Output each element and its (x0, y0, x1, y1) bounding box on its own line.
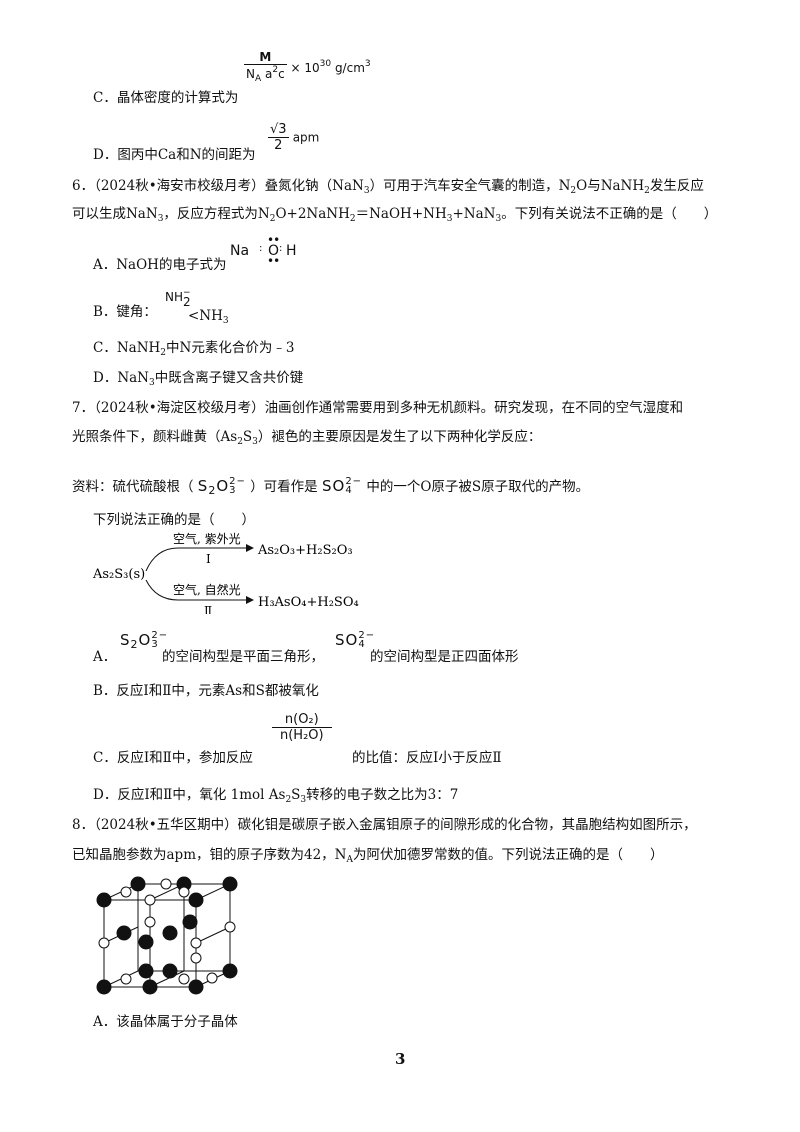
q7-option-a-mid: 的空间构型是平面三角形， (162, 649, 324, 665)
q7-option-c-fraction: n(O₂) n(H₂O) (272, 712, 332, 743)
q5-option-d-label: D．图丙中Ca和N的间距为 (93, 147, 256, 163)
density-multiplier: × 1030 g/cm3 (290, 59, 371, 75)
q6-option-c: C．NaNH2中N元素化合价为﹣3 (93, 340, 295, 358)
q6-option-d: D．NaN3中既含离子键又含共价键 (93, 370, 304, 388)
scheme-lower-product: H₃AsO₄+H₂SO₄ (258, 595, 359, 610)
scheme-upper-product: As₂O₃+H₂S₂O₃ (257, 543, 353, 558)
q6-option-b: B．键角： (93, 304, 157, 320)
q7-option-c-end: 的比值：反应Ⅰ小于反应Ⅱ (352, 750, 502, 766)
q7-question: 下列说法正确的是（ ） (93, 512, 255, 528)
q7-line-2: 光照条件下，颜料雌黄（As2S3）褪色的主要原因是发生了以下两种化学反应： (72, 429, 542, 447)
crystal-cell-diagram (96, 876, 238, 995)
scheme-reactant: As₂S₃(s) (92, 567, 145, 582)
q8-line-2: 已知晶胞参数为apm，钼的原子序数为42，NA为阿伏加德罗常数的值。下列说法正确… (72, 847, 664, 865)
q7-option-d: D．反应Ⅰ和Ⅱ中，氧化 1mol As2S3转移的电子数之比为3：7 (93, 787, 459, 805)
reaction-scheme: As₂S₃(s) 空气, 紫外光 I As₂O₃+H₂S₂O₃ 空气, 自然光 … (92, 531, 359, 614)
q7-option-c: C．反应Ⅰ和Ⅱ中，参加反应 (93, 750, 253, 766)
q5-option-c-label: C．晶体密度的计算式为 (93, 90, 239, 106)
q8-line-1: 8．（2024秋•五华区期中）碳化钼是碳原子嵌入金属钼原子的间隙形成的化合物，其… (72, 817, 697, 833)
q6-line-1: 6．（2024秋•海安市校级月考）叠氮化钠（NaN3）可用于汽车安全气囊的制造，… (72, 178, 704, 196)
scheme-lower-condition: 空气, 自然光 (173, 582, 241, 597)
naoh-electron-formula: Na •• : O : H •• (230, 233, 297, 268)
q5-option-d-formula: √3 2 apm (268, 122, 320, 153)
q7-option-a-end: 的空间构型是正四面体形 (370, 649, 519, 665)
scheme-lower-roman: Ⅱ (204, 604, 212, 614)
nh2-ion: NH− 2 (165, 288, 191, 309)
q5-option-d: D．图丙中Ca和N的间距为 (93, 145, 256, 165)
q6-option-a: A．NaOH的电子式为 (93, 257, 227, 273)
q5-option-c-formula: M NA a2c × 1030 g/cm3 (244, 50, 371, 84)
mo-atoms (96, 876, 238, 995)
nh3-compare: <NH3 (188, 308, 229, 326)
density-fraction: M NA a2c (244, 50, 287, 84)
scheme-upper-condition: 空气, 紫外光 (173, 531, 241, 546)
page-number: 3 (395, 1050, 406, 1068)
q7-option-a: A． (93, 649, 117, 665)
c-atoms (98, 878, 236, 985)
q7-line-1: 7．（2024秋•海淀区校级月考）油画创作通常需要用到多种无机颜料。研究发现，在… (72, 400, 684, 416)
scheme-upper-roman: I (206, 552, 211, 566)
q7-option-b: B．反应Ⅰ和Ⅱ中，元素As和S都被氧化 (93, 683, 319, 699)
q6-line-2: 可以生成NaN3，反应方程式为N2O+2NaNH2＝NaOH+NH3+NaN3。… (72, 206, 718, 224)
q8-option-a: A．该晶体属于分子晶体 (93, 1014, 238, 1030)
q5-option-c: C．晶体密度的计算式为 (93, 88, 238, 108)
